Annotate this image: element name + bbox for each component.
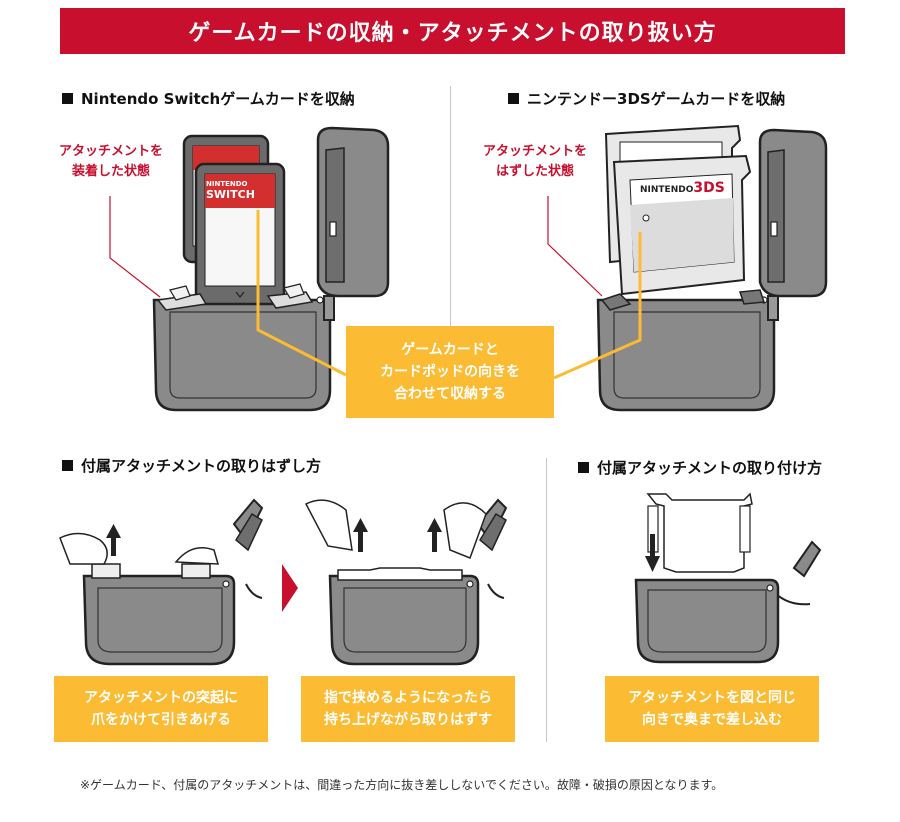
label-attachment-removed: アタッチメントを はずした状態 — [482, 144, 587, 179]
step-remove-1-callout: アタッチメントの突起に 爪をかけて引きあげる — [54, 676, 268, 742]
switch-card-logo: NINTENDO SWITCH — [206, 180, 255, 201]
callout-connector-left — [256, 210, 347, 377]
page-title: ゲームカードの収納・アタッチメントの取り扱い方 — [188, 21, 717, 46]
page-title-banner: ゲームカードの収納・アタッチメントの取り扱い方 — [60, 8, 845, 54]
next-step-arrow-icon — [282, 564, 298, 612]
3ds-card-logo: NINTENDO3DS — [640, 180, 725, 196]
vertical-divider-top — [450, 86, 451, 414]
square-bullet-icon — [578, 462, 589, 473]
callout-connector-right — [553, 232, 642, 380]
square-bullet-icon — [62, 93, 73, 104]
attachment-steps-illustrations — [59, 492, 822, 666]
vertical-divider-bottom — [546, 458, 547, 742]
heading-remove-attachment: 付属アタッチメントの取りはずし方 — [62, 455, 321, 476]
square-bullet-icon — [62, 460, 73, 471]
storage-illustrations — [109, 124, 828, 412]
step-attach-callout: アタッチメントを図と同じ 向きで奥まで差し込む — [605, 676, 819, 742]
leader-line-switch — [109, 196, 161, 298]
switch-card-pod-illustration — [152, 126, 390, 412]
footnote: ※ゲームカード、付属のアタッチメントは、間違った方向に抜き差ししないでください。… — [80, 778, 724, 792]
step-attach-illustration — [634, 492, 822, 664]
leader-line-3ds — [547, 196, 603, 297]
3ds-card-pod-illustration — [596, 124, 828, 412]
heading-3ds-storage: ニンテンドー3DSゲームカードを収納 — [508, 88, 785, 109]
step-remove-2-illustration — [304, 498, 508, 666]
label-attachment-attached: アタッチメントを 装着した状態 — [58, 144, 163, 179]
step-remove-2-callout: 指で挟めるようになったら 持ち上げながら取りはずす — [301, 676, 515, 742]
heading-attach-attachment: 付属アタッチメントの取り付け方 — [578, 457, 822, 478]
step-remove-1-illustration — [59, 498, 264, 666]
square-bullet-icon — [508, 93, 519, 104]
heading-switch-storage: Nintendo Switchゲームカードを収納 — [62, 88, 355, 109]
orientation-callout: ゲームカードと カードポッドの向きを 合わせて収納する — [346, 326, 554, 418]
